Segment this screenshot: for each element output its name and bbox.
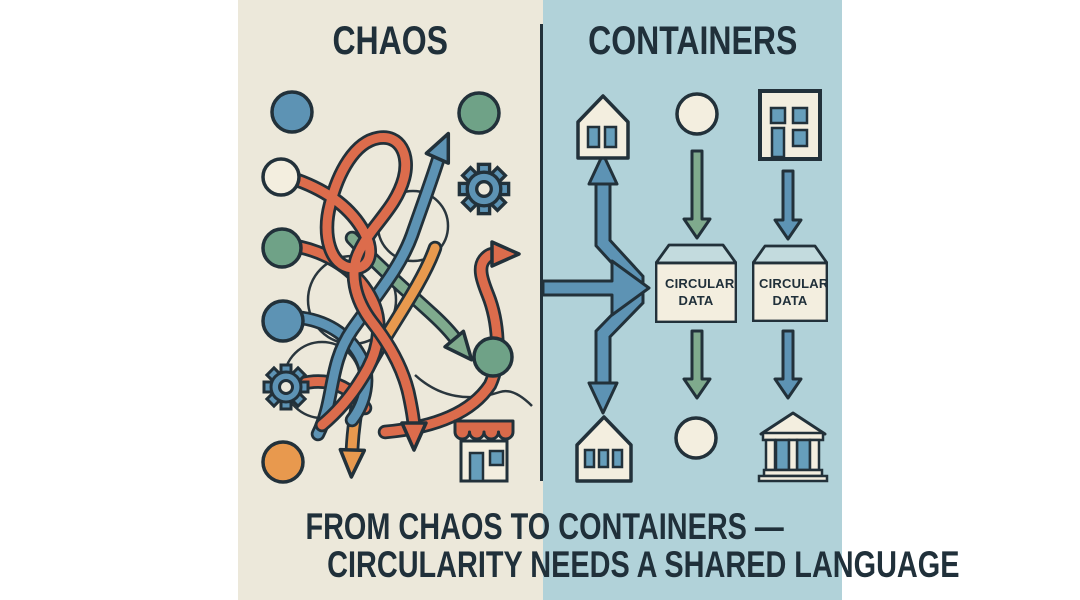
panel-divider-line <box>540 24 543 481</box>
cream-circle-icon-bottom <box>674 416 718 460</box>
chaos-title-text: CHAOS <box>332 19 449 63</box>
orange-circle-icon <box>261 440 305 484</box>
building-icon <box>758 89 822 161</box>
cube-shape <box>752 244 828 322</box>
containers-title-text: CONTAINERS <box>587 19 798 63</box>
green-circle-icon <box>261 227 303 269</box>
cube-shape <box>655 243 737 323</box>
blue-down-arrow-top <box>773 169 803 241</box>
chaos-tangle-illustration <box>261 90 533 484</box>
gear-icon-right <box>457 162 511 216</box>
store-door <box>468 451 485 483</box>
right-arrow-icon <box>543 259 651 317</box>
house-icon-top <box>576 94 630 160</box>
blue-down-arrow-bottom <box>773 329 803 400</box>
caption-line-1-text: FROM CHAOS TO CONTAINERS — <box>305 506 784 547</box>
up-arrow-icon <box>587 152 619 186</box>
containers-flow-illustration <box>543 89 829 483</box>
bank-icon <box>757 411 829 483</box>
tangle-arrowheads <box>338 131 521 479</box>
containers-title: CONTAINERS <box>543 20 842 62</box>
blue-circle-icon <box>270 90 314 134</box>
down-arrow-icon <box>587 381 619 415</box>
green-down-arrow-bottom <box>682 329 712 400</box>
house-icon-bottom <box>575 415 633 483</box>
cube-label-2-text: CIRCULAR DATA <box>759 276 829 308</box>
cream-circle-icon <box>261 157 301 197</box>
thin-curve-line <box>414 374 533 407</box>
gear-icon-left <box>262 363 310 411</box>
blue-circle-icon-2 <box>261 299 305 343</box>
branch-arrow-icon <box>543 152 651 415</box>
store-window <box>488 449 505 467</box>
artwork: CHAOS CONTAINERS <box>238 0 959 600</box>
caption-line-2-text: CIRCULARITY NEEDS A SHARED LANGUAGE <box>327 544 960 585</box>
cube-label-2: CIRCULAR DATA <box>752 263 828 322</box>
cube-label-1-text: CIRCULAR DATA <box>665 276 735 308</box>
cube-label-1: CIRCULAR DATA <box>655 262 737 323</box>
green-down-arrow-top <box>682 149 712 240</box>
chaos-title: CHAOS <box>238 20 543 62</box>
caption-line-1: FROM CHAOS TO CONTAINERS — <box>238 507 842 547</box>
circular-data-cube-1: CIRCULAR DATA <box>655 243 737 323</box>
green-circle-icon-2 <box>457 91 501 135</box>
cream-circle-icon-top <box>675 92 719 136</box>
circular-data-cube-2: CIRCULAR DATA <box>752 244 828 322</box>
green-circle-icon-3 <box>472 336 514 378</box>
caption-line-2: CIRCULARITY NEEDS A SHARED LANGUAGE <box>238 545 959 585</box>
storefront-icon <box>453 419 515 483</box>
